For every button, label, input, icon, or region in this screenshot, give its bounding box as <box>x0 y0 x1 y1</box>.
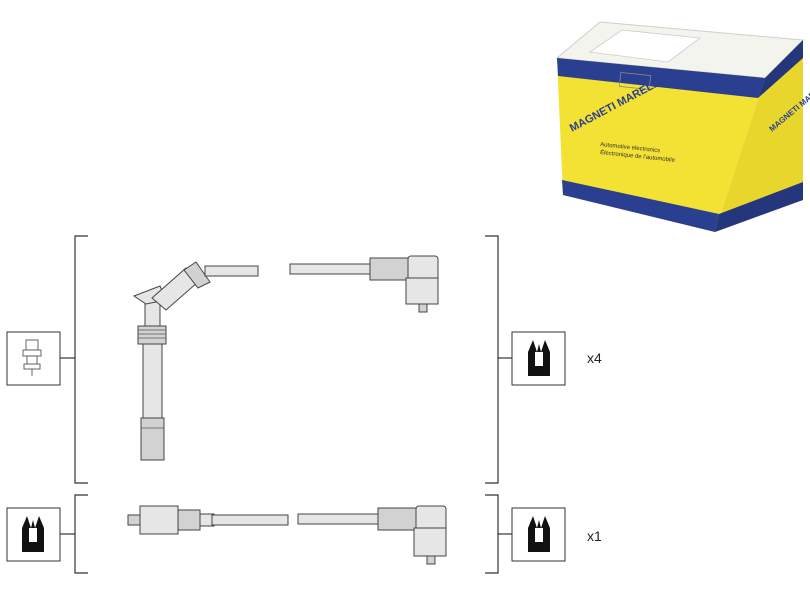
top-boot-ribbed <box>137 325 167 345</box>
box-top-label <box>588 29 702 63</box>
bottom-right-bracket <box>485 494 499 574</box>
box-front-face <box>557 58 765 232</box>
top-coil-connector-drop <box>405 277 439 305</box>
top-cable-assembly <box>132 255 439 461</box>
box-front-band-top <box>557 58 765 98</box>
top-coil-connector-pin <box>418 303 428 313</box>
bottom-cable-left-segment <box>211 514 289 526</box>
bottom-set-brackets <box>60 494 512 574</box>
boot-connector-icon-right-bottom <box>511 507 566 562</box>
top-boot-tube <box>142 343 163 421</box>
box-right-face <box>715 40 803 232</box>
bottom-coil-connector-drop <box>413 527 447 557</box>
top-set-brackets <box>60 235 512 484</box>
box-right-band-top <box>758 40 803 98</box>
boot-connector-icon-left-bottom <box>6 507 61 562</box>
box-front-band-bottom <box>562 180 719 232</box>
boot-connector-icon-right-top <box>511 331 566 386</box>
top-cable-left-segment <box>204 265 259 277</box>
top-coil-connector-body <box>369 257 413 281</box>
spark-plug-terminal-icon <box>6 331 61 386</box>
bottom-coil-connector-body <box>377 507 421 531</box>
product-box: MAGNETI MARELLI Automotive electronics É… <box>555 21 810 232</box>
bottom-coil-connector-pin <box>426 555 436 565</box>
top-left-bracket <box>74 235 88 484</box>
top-right-bracket <box>485 235 499 484</box>
bottom-plug-body <box>139 505 179 535</box>
top-cable-right-segment <box>289 263 373 275</box>
top-boot-end <box>140 417 165 461</box>
box-front-sticker <box>618 72 652 90</box>
quantity-top-set: x4 <box>587 350 602 366</box>
bottom-left-bracket <box>74 494 88 574</box>
bottom-cable-assembly <box>127 505 447 565</box>
bottom-plug-collar <box>177 509 201 531</box>
quantity-bottom-set: x1 <box>587 528 602 544</box>
top-boot-collar <box>183 261 211 289</box>
bottom-cable-right-segment <box>297 513 381 525</box>
box-right-band-bottom <box>715 182 803 232</box>
